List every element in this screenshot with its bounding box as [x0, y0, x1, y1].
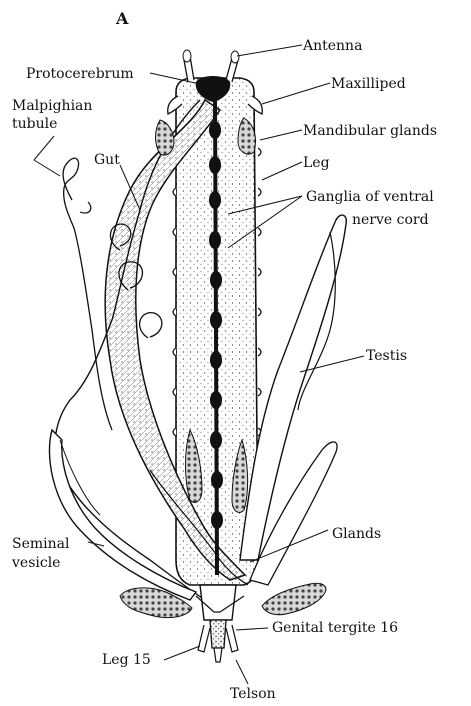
- label-glands: Glands: [332, 526, 381, 542]
- label-gut: Gut: [94, 152, 120, 168]
- label-seminal-line2: vesicle: [11, 555, 60, 571]
- label-malpighian-line2: tubule: [12, 116, 57, 132]
- label-antenna: Antenna: [302, 38, 362, 54]
- label-ganglia-line1: Ganglia of ventral: [306, 189, 434, 205]
- label-telson: Telson: [230, 686, 276, 702]
- label-mandibular-glands: Mandibular glands: [303, 123, 437, 139]
- label-ganglia-line2: nerve cord: [352, 212, 429, 228]
- label-malpighian-line1: Malpighian: [12, 98, 92, 114]
- label-leg: Leg: [303, 155, 330, 171]
- label-genital-tergite: Genital tergite 16: [272, 620, 398, 636]
- label-leg15: Leg 15: [102, 652, 151, 668]
- label-protocerebrum: Protocerebrum: [26, 66, 134, 82]
- label-maxilliped: Maxilliped: [331, 76, 406, 92]
- label-testis: Testis: [366, 348, 407, 364]
- label-seminal-line1: Seminal: [12, 536, 70, 552]
- panel-letter: A: [115, 9, 129, 28]
- posterior-end: [196, 585, 244, 662]
